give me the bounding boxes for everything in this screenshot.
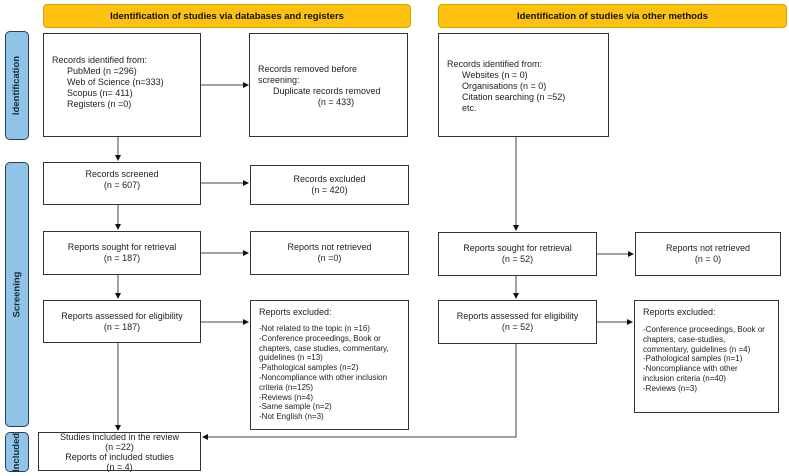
box-title: Reports sought for retrieval [67,242,177,252]
db-records-screened-box: Records screened(n = 607) [43,162,201,205]
count: (n =0) [317,253,342,263]
list-item: Scopus (n= 411) [67,88,133,98]
header-other-methods: Identification of studies via other meth… [438,4,787,28]
other-records-identified-box: Records identified from: Websites (n = 0… [438,33,609,137]
box-title: Records removed before screening: [258,64,358,85]
db-records-excluded-box: Records excluded(n = 420) [250,165,409,205]
list-item: -Same sample (n=2) [259,402,332,412]
list-item: -Pathological samples (n=1) [643,354,743,364]
box-title: Reports excluded: [259,307,332,317]
list-item: Citation searching (n =52) [462,92,566,102]
box-title: Records identified from: [447,59,543,69]
box-title: Records identified from: [52,55,148,65]
box-title: Records screened [85,169,159,179]
header-databases: Identification of studies via databases … [43,4,411,28]
other-reports-sought-box: Reports sought for retrieval(n = 52) [438,232,597,276]
db-reports-not-retrieved-box: Reports not retrieved(n =0) [250,231,409,275]
list-item: Duplicate records removed [273,86,381,96]
db-reports-assessed-box: Reports assessed for eligibility(n = 187… [43,300,201,343]
list-item: -Noncompliance with other inclusion crit… [259,372,388,392]
list-item: -Noncompliance with other inclusion crit… [643,364,738,383]
count: (n = 0) [694,254,722,264]
db-records-identified-box: Records identified from: PubMed (n =296)… [43,33,201,137]
phase-label: Identification [11,55,23,116]
box-title: Reports not retrieved [287,242,372,252]
count: (n = 433) [317,97,355,107]
phase-included: Included [5,432,29,472]
count: (n = 607) [103,180,141,190]
other-reports-assessed-box: Reports assessed for eligibility(n = 52) [438,300,597,344]
count: (n = 52) [501,322,534,332]
box-title: Records excluded [293,174,366,184]
list-item: -Not related to the topic (n =16) [259,324,370,333]
studies-included-box: Studies included in the review (n =22) R… [38,431,201,472]
phase-identification: Identification [5,31,29,140]
header-text: Identification of studies via databases … [110,10,344,22]
db-reports-sought-box: Reports sought for retrieval(n = 187) [43,231,201,275]
list-item: Web of Science (n=333) [67,77,164,87]
box-title: Reports not retrieved [665,243,751,253]
box-title: Reports sought for retrieval [463,243,572,253]
list-item: Organisations (n = 0) [462,81,547,91]
list-item: -Pathological samples (n=2) [259,363,359,373]
list-item: -Reviews (n=4) [259,392,314,402]
list-item: Registers (n =0) [67,99,132,109]
count: (n = 187) [103,253,141,263]
phase-label: Screening [11,271,23,318]
header-text: Identification of studies via other meth… [516,10,709,22]
db-records-removed-box: Records removed before screening: Duplic… [249,33,408,137]
box-subtitle: Reports of included studies [65,451,174,462]
count: (n = 52) [501,254,534,264]
phase-label: Included [11,432,23,472]
other-reports-not-retrieved-box: Reports not retrieved(n = 0) [635,232,781,276]
list-item: PubMed (n =296) [67,66,137,76]
list-item: -Conference proceedings, Book or chapter… [259,333,389,363]
list-item: Websites (n = 0) [462,70,528,80]
phase-screening: Screening [5,162,29,427]
list-item: -Not English (n=3) [259,412,324,422]
list-item: etc. [462,103,477,113]
box-title: Reports assessed for eligibility [61,310,183,321]
box-title: Studies included in the review [59,431,180,442]
count: (n = 187) [103,321,141,332]
list-item: -Reviews (n=3) [643,383,698,393]
count: (n = 4) [106,461,133,472]
box-title: Reports assessed for eligibility [456,311,579,321]
list-item: -Conference proceedings, Book or chapter… [643,325,765,354]
box-title: Reports excluded: [643,307,716,317]
count: (n = 420) [311,185,348,195]
other-reports-excluded-box: Reports excluded: -Conference proceeding… [634,300,779,413]
db-reports-excluded-box: Reports excluded: -Not related to the to… [250,300,409,430]
count: (n =22) [105,441,134,452]
